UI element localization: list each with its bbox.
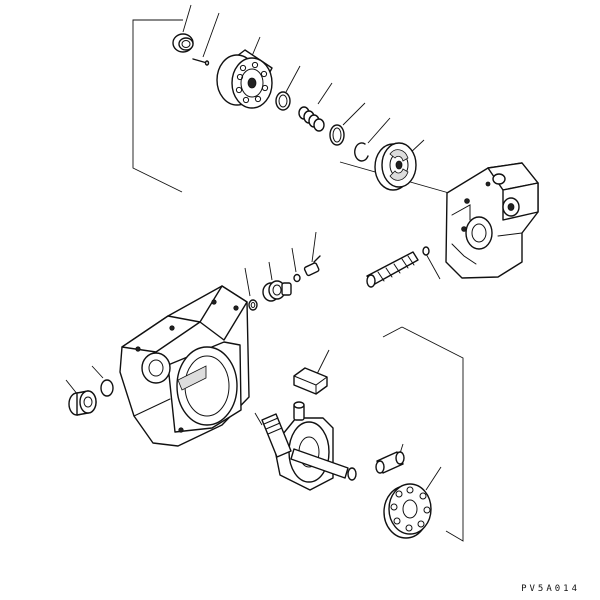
spool-o-ring [422,246,430,256]
lower-bracket-lines [382,326,464,542]
pin [192,58,210,66]
drive-shaft [261,413,357,481]
end-cap-housing [445,162,539,279]
adjuster-plug [262,280,292,302]
snap-ring [354,142,369,162]
coil-spring [298,106,325,132]
washer [248,299,258,311]
small-o-ring [293,273,301,283]
valve-plate [374,142,417,191]
piston [375,451,405,474]
retainer-ring-upper [275,91,291,111]
plug-o-ring [100,379,114,397]
cylinder-block [216,49,273,109]
spool-valve [366,251,419,288]
pump-case [119,285,250,447]
retainer-plate [383,483,432,539]
key-block [293,367,328,395]
adjusting-screw [303,255,321,277]
end-plug [68,390,97,416]
drawing-code-label: PV5A014 [521,584,580,594]
bearing-ring [172,33,194,53]
spacer-ring [329,124,345,146]
